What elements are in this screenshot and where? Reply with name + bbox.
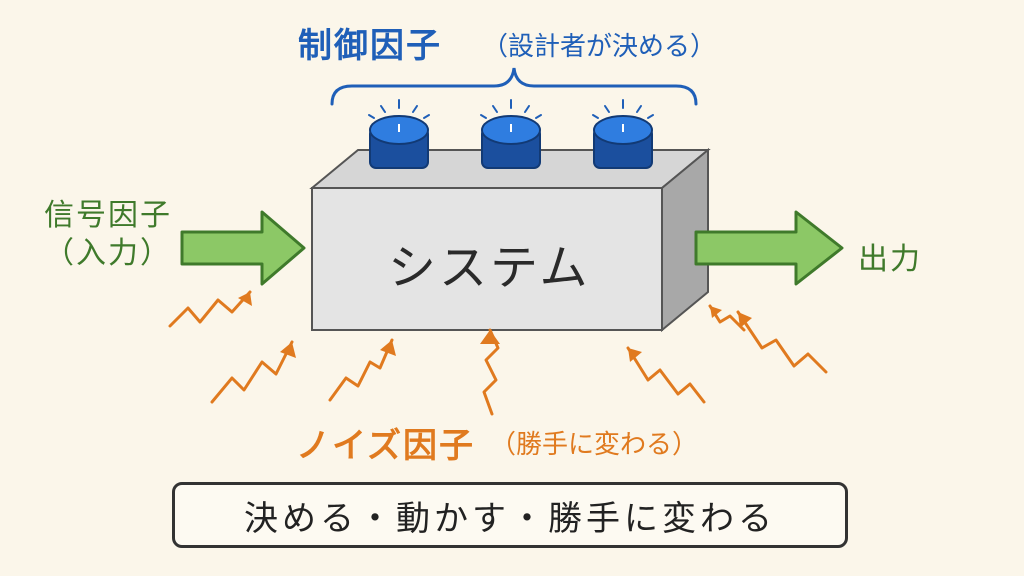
noise-factor-title: ノイズ因子	[296, 426, 475, 466]
signal-factor-title: 信号因子	[44, 198, 172, 233]
summary-text: 決める・動かす・勝手に変わる	[244, 498, 776, 539]
noise-arrow	[482, 328, 500, 416]
output-arrow	[694, 210, 844, 286]
noise-arrow	[168, 290, 252, 328]
output-label: 出力	[858, 242, 922, 277]
noise-arrowhead	[710, 306, 722, 318]
noise-arrowhead	[738, 312, 752, 328]
control-knob	[592, 99, 654, 169]
system-label: システム	[388, 240, 591, 296]
noise-arrow	[210, 340, 294, 404]
control-brace	[330, 67, 698, 106]
noise-factor-note: （勝手に変わる）	[490, 430, 699, 460]
signal-factor-note: （入力）	[44, 236, 172, 271]
control-knob	[368, 99, 430, 169]
noise-arrowhead	[380, 340, 396, 356]
summary-box: 決める・動かす・勝手に変わる	[172, 482, 848, 548]
control-knob	[480, 99, 542, 169]
control-factor-note: （設計者が決める）	[482, 32, 717, 62]
noise-arrowhead	[480, 330, 500, 344]
noise-arrow	[626, 346, 706, 404]
box-front-face	[311, 187, 663, 331]
noise-arrow	[736, 310, 828, 374]
noise-arrowhead	[238, 292, 252, 306]
control-factor-title: 制御因子	[298, 26, 442, 66]
noise-arrowhead	[628, 348, 642, 362]
noise-arrow	[328, 338, 394, 402]
noise-arrowhead	[280, 342, 296, 358]
input-arrow	[180, 210, 306, 286]
